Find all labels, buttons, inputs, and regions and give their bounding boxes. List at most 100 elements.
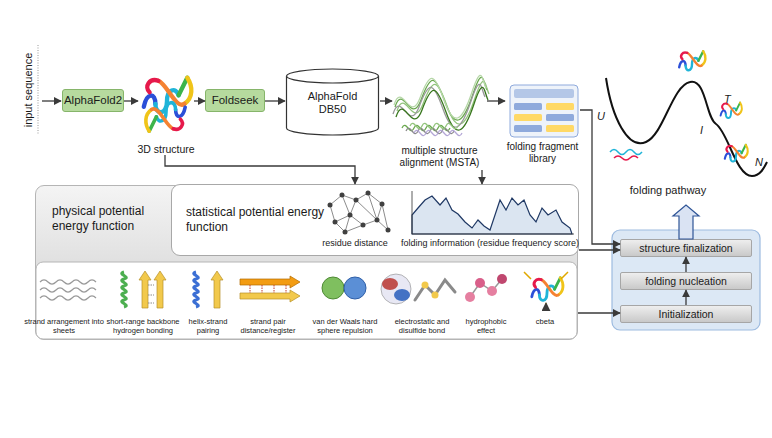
flow-arrow [487, 100, 505, 101]
hydrophobic-icon [465, 274, 507, 302]
alignment-cartoon [410, 123, 458, 128]
node-text: AlphaFold DB50 [297, 90, 368, 116]
electrostatic-icon [382, 278, 398, 290]
frequency-histogram [412, 191, 574, 234]
hydrogen-bond-icon [154, 271, 166, 308]
disulfide-icon [415, 280, 455, 300]
residue-network [361, 223, 366, 228]
alignment-cartoon [414, 130, 462, 135]
strand-sheet-icon [40, 288, 96, 292]
residue-network [386, 228, 391, 233]
flow-arrow [265, 100, 285, 101]
residue-network [380, 202, 385, 207]
energy-landscape [679, 51, 705, 70]
hydrophobic-icon [470, 279, 502, 297]
library-table [514, 125, 542, 132]
cylinder-outline [287, 76, 379, 135]
residue-network [333, 220, 338, 225]
frequency-histogram [412, 196, 572, 234]
node-text: physical potential energy function [52, 204, 177, 234]
vdw-spheres-icon [322, 277, 366, 299]
library-table [510, 85, 578, 137]
energy-group: physical potential energy functionstatis… [35, 185, 578, 340]
electrostatic-icon [394, 289, 410, 301]
hydrophobic-icon [465, 292, 475, 302]
energy-landscape [721, 103, 742, 118]
node-text: Initialization [621, 306, 751, 322]
strand-sheet-icon [40, 280, 96, 300]
state-label: T [724, 93, 736, 106]
hydrogen-bond-icon [139, 271, 151, 308]
tool-box: AlphaFold2 [62, 89, 124, 112]
residue-network [366, 191, 371, 196]
frequency-histogram [412, 191, 574, 234]
residue-network [375, 218, 380, 223]
structure-figure: 3D structure [138, 70, 194, 155]
vdw-spheres-icon [344, 277, 366, 299]
flow-arrow [685, 257, 686, 272]
hydrogen-bond-icon [122, 272, 127, 307]
node-text: 3D structure [124, 143, 208, 155]
library-table [514, 89, 574, 98]
flow-arrow [579, 249, 620, 250]
fragment-library: folding fragment library [505, 83, 580, 163]
electrostatic-icon [381, 274, 411, 304]
flow-arrow [165, 155, 355, 184]
helix-strand-icon [211, 271, 223, 308]
hydrophobic-icon [497, 274, 507, 284]
library-table [514, 114, 542, 121]
helix-strand-icon [194, 271, 223, 308]
structure-cartoon [144, 78, 192, 131]
alignment-cartoon [393, 84, 485, 127]
residue-network [328, 191, 391, 235]
electrostatic-icon [381, 274, 411, 304]
node-text: AlphaFold2 [63, 90, 123, 111]
flow-arrow [380, 100, 392, 101]
residue-network [330, 193, 388, 232]
residue-network [354, 198, 359, 203]
library-table [514, 103, 542, 110]
strand-pair-icon [240, 276, 300, 302]
hydrogen-bond-icon [122, 271, 166, 308]
connector-layer [124, 101, 699, 313]
library-table [546, 114, 574, 121]
sequence-trace [38, 45, 39, 135]
disulfide-icon [432, 292, 439, 299]
flow-arrow [194, 100, 205, 101]
cbeta-icon [524, 272, 568, 311]
state-label: I [700, 124, 712, 137]
node-text: multiple structure alignment (MSTA) [392, 145, 487, 168]
cbeta-icon [524, 272, 568, 311]
alignment-cartoon [394, 75, 486, 118]
input-label: input sequence [22, 44, 35, 136]
hydrophobic-icon [487, 286, 497, 296]
strand-sheet-icon [40, 280, 96, 284]
state-label: U [597, 110, 609, 123]
energy-landscape [610, 150, 642, 155]
helix-strand-icon [194, 272, 199, 307]
disulfide-icon [415, 280, 455, 300]
physical-terms-band [36, 262, 577, 339]
strand-sheet-icon [40, 296, 96, 300]
disulfide-icon [422, 282, 429, 289]
node-text: structure finalization [621, 240, 751, 256]
library-table [510, 85, 578, 137]
cbeta-icon [532, 278, 563, 301]
residue-network [348, 213, 353, 218]
energy-landscape [614, 156, 638, 160]
input-arrow [42, 100, 61, 101]
flow-arrow [685, 290, 686, 305]
stage-bar: folding nucleation [620, 272, 752, 290]
hydrogen-bond-icon [148, 285, 154, 303]
node-text: folding fragment library [500, 141, 585, 164]
tool-box: Foldseek [205, 89, 265, 112]
node-text: Foldseek [206, 90, 264, 111]
alignment-figure: multiple structure alignment (MSTA) [392, 70, 487, 170]
residue-network [343, 230, 348, 235]
residue-network [340, 193, 345, 198]
strand-pair-icon [240, 276, 300, 288]
alignment-cartoon [393, 75, 489, 135]
flow-arrow [124, 100, 138, 101]
cylinder-outline [287, 69, 379, 83]
